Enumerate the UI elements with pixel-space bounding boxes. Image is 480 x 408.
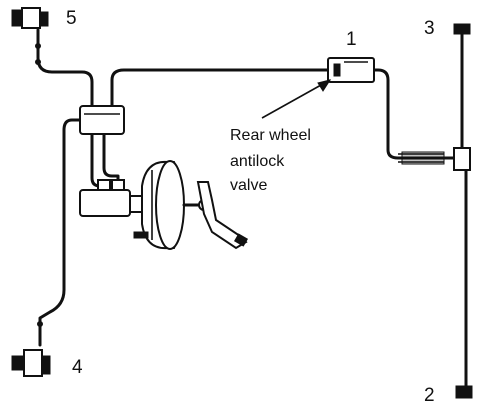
line-wheel-5: [36, 28, 94, 110]
brake-lines: [36, 28, 468, 390]
callout-line-3: valve: [230, 177, 267, 194]
antilock-valve: [327, 57, 375, 83]
line-rear-axle: [460, 30, 468, 390]
line-valve-to-axle: [372, 68, 456, 160]
rear-axle-fittings: [398, 23, 473, 399]
label-5: 5: [66, 8, 77, 29]
line-master-b: [102, 132, 120, 188]
callout-line-1: Rear wheel: [230, 127, 311, 144]
label-3: 3: [424, 18, 435, 39]
callout-leader: [261, 79, 332, 119]
wheel-5-fitting: [11, 7, 49, 65]
label-2: 2: [424, 385, 435, 406]
line-wheel-4: [38, 118, 84, 347]
line-master-a: [90, 132, 106, 188]
master-cylinder-booster: [79, 160, 249, 250]
wheel-4-fitting: [11, 321, 51, 377]
line-to-valve: [110, 68, 332, 110]
combination-valve: [79, 105, 125, 135]
label-1: 1: [346, 29, 357, 50]
callout-line-2: antilock: [230, 153, 285, 170]
label-4: 4: [72, 357, 83, 378]
